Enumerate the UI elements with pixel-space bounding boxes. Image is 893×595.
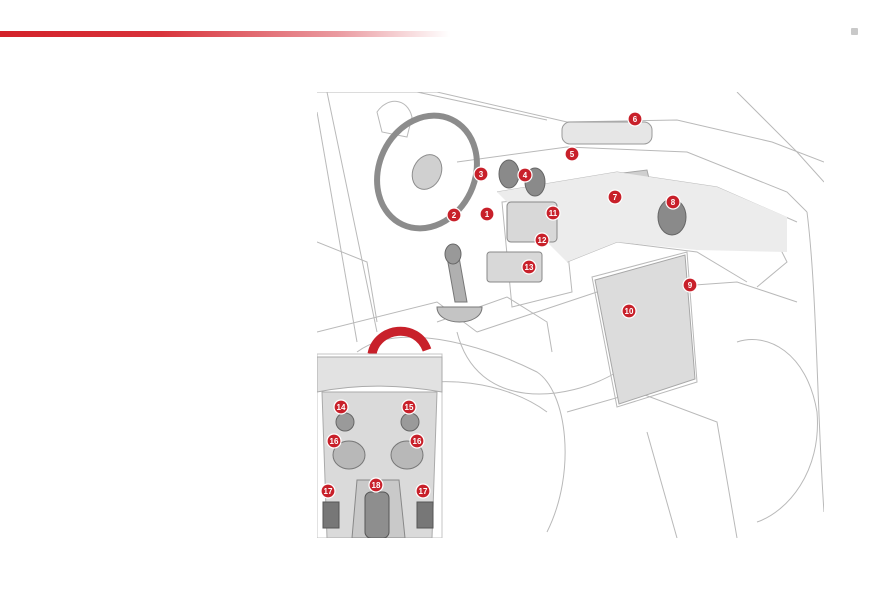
callout-17-left: 17 (320, 483, 336, 499)
inset-panel (317, 353, 443, 538)
svg-text:14: 14 (337, 403, 346, 412)
callout-16-left: 16 (326, 433, 342, 449)
svg-text:1: 1 (485, 210, 490, 219)
callout-1: 1 (479, 206, 495, 222)
glovebox (594, 254, 696, 405)
svg-text:4: 4 (523, 171, 528, 180)
svg-text:15: 15 (405, 403, 414, 412)
svg-text:16: 16 (330, 437, 339, 446)
svg-text:16: 16 (413, 437, 422, 446)
callout-16-right: 16 (409, 433, 425, 449)
svg-text:17: 17 (419, 487, 428, 496)
svg-text:17: 17 (324, 487, 333, 496)
callout-9: 9 (682, 277, 698, 293)
callout-6: 6 (627, 111, 643, 127)
callout-11: 11 (545, 205, 561, 221)
callout-17-right: 17 (415, 483, 431, 499)
dashboard-surface (497, 172, 787, 262)
callout-3: 3 (473, 166, 489, 182)
svg-text:18: 18 (372, 481, 381, 490)
audio-panel (506, 201, 558, 243)
rotation-arrow-icon (367, 326, 432, 356)
svg-text:7: 7 (613, 193, 618, 202)
svg-text:9: 9 (688, 281, 693, 290)
svg-text:3: 3 (479, 170, 484, 179)
page-marker (851, 28, 858, 35)
steering-wheel (374, 112, 480, 232)
callout-7: 7 (607, 189, 623, 205)
callout-4: 4 (517, 167, 533, 183)
svg-text:6: 6 (633, 115, 638, 124)
svg-text:12: 12 (538, 236, 547, 245)
callout-2: 2 (446, 207, 462, 223)
header-accent-bar (0, 31, 450, 37)
svg-text:11: 11 (549, 209, 558, 218)
car-interior-illustration: 1 2 3 4 5 6 7 8 9 10 11 12 13 14 15 16 1… (317, 92, 824, 538)
callout-12: 12 (534, 232, 550, 248)
svg-text:10: 10 (625, 307, 634, 316)
svg-text:2: 2 (452, 211, 457, 220)
instrument-cluster (561, 121, 653, 145)
callout-8: 8 (665, 194, 681, 210)
gear-lever (436, 243, 483, 323)
callout-10: 10 (621, 303, 637, 319)
callout-15: 15 (401, 399, 417, 415)
callout-18: 18 (368, 477, 384, 493)
callouts: 1 2 3 4 5 6 7 8 9 10 11 12 13 14 15 16 1… (320, 111, 698, 499)
callout-14: 14 (333, 399, 349, 415)
svg-text:13: 13 (525, 263, 534, 272)
callout-13: 13 (521, 259, 537, 275)
dashboard-drawing: 1 2 3 4 5 6 7 8 9 10 11 12 13 14 15 16 1… (317, 92, 824, 538)
svg-text:5: 5 (570, 150, 575, 159)
callout-5: 5 (564, 146, 580, 162)
svg-text:8: 8 (671, 198, 676, 207)
